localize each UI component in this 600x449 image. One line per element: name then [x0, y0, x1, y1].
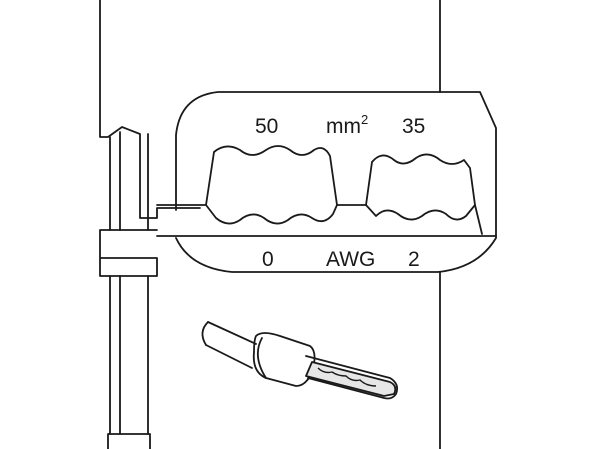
- size-label-35: 35: [402, 115, 425, 138]
- cable-insulation: [205, 321, 257, 369]
- unit-label-awg: AWG: [326, 248, 375, 271]
- awg-label-0: 0: [262, 248, 274, 271]
- locator-base: [107, 433, 151, 449]
- ferrule-sleeve: [305, 355, 399, 400]
- crimp-profile-50: [205, 145, 338, 225]
- crimp-profile-35: [365, 153, 476, 221]
- cable-insulation-end: [201, 321, 209, 346]
- profile-connector-right: [474, 204, 483, 235]
- locator-pin: [99, 229, 158, 277]
- unit-label-mm: mm2: [326, 112, 368, 138]
- locator-shaft: [109, 275, 149, 435]
- awg-label-2: 2: [408, 248, 420, 271]
- ferrule-collar: [252, 332, 316, 387]
- size-label-50: 50: [255, 115, 278, 138]
- ferrule-crimp-marks: [317, 367, 377, 387]
- die-cavity-outline: [175, 91, 497, 273]
- die-body-outline: [99, 0, 201, 219]
- locator-upper-shaft: [109, 131, 149, 231]
- ferrule-collar-ring: [256, 337, 267, 379]
